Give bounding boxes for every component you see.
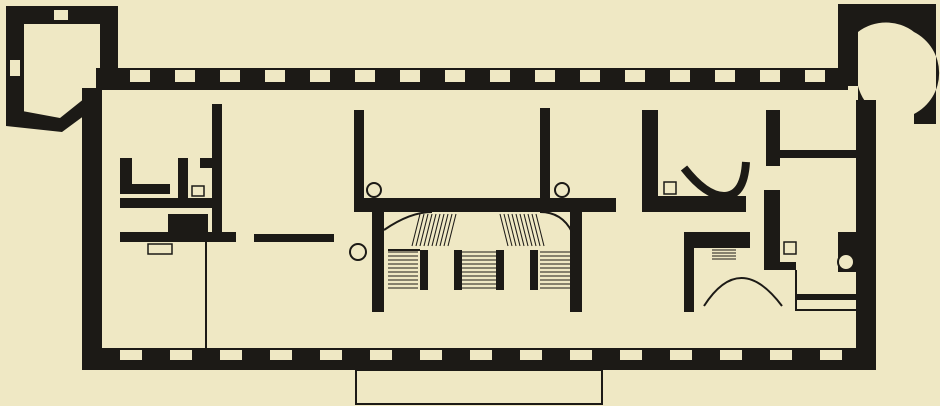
north-window-opening <box>220 70 240 82</box>
stair-tread <box>503 213 513 247</box>
stair-tread <box>519 213 529 247</box>
north-window-opening <box>400 70 420 82</box>
stair-tread <box>447 213 457 247</box>
south-window-opening <box>670 350 692 360</box>
east-pavilion-round <box>838 4 940 124</box>
west-niche <box>147 243 173 255</box>
stair-tread <box>419 213 429 247</box>
stair-tread <box>415 213 425 247</box>
east-end-wall <box>856 100 876 370</box>
east-closet-outline <box>795 270 856 311</box>
stair-tread <box>523 213 533 247</box>
south-window-opening <box>770 350 792 360</box>
east-fireplace <box>663 181 677 195</box>
north-window-opening <box>535 70 555 82</box>
north-window-opening <box>265 70 285 82</box>
north-window-opening <box>130 70 150 82</box>
east-niche <box>783 241 797 255</box>
stair-tread <box>531 213 541 247</box>
stair-tread <box>535 213 545 247</box>
north-window-opening <box>805 70 825 82</box>
stair-tread <box>511 213 521 247</box>
south-windows <box>120 350 842 360</box>
stair-tread <box>439 213 449 247</box>
south-window-opening <box>320 350 342 360</box>
south-window-opening <box>270 350 292 360</box>
stair-tread <box>423 213 433 247</box>
south-window-opening <box>470 350 492 360</box>
oval-vestibule-arch <box>703 277 783 307</box>
west-fireplace <box>191 185 205 197</box>
stair-tread <box>527 213 537 247</box>
stair-tread <box>435 213 445 247</box>
north-window-opening <box>355 70 375 82</box>
north-window-opening <box>580 70 600 82</box>
grand-staircase-walls <box>354 108 616 312</box>
stair-tread <box>431 213 441 247</box>
stair-tread <box>515 213 525 247</box>
north-window-opening <box>625 70 645 82</box>
north-windows <box>130 70 825 82</box>
south-window-opening <box>120 350 142 360</box>
stair-tread <box>443 213 453 247</box>
stair-tread <box>499 213 509 247</box>
south-terrace-step <box>355 369 603 405</box>
south-window-opening <box>170 350 192 360</box>
south-window-opening <box>220 350 242 360</box>
north-window-opening <box>310 70 330 82</box>
west-end-wall <box>82 88 102 370</box>
stair-tread <box>427 213 437 247</box>
north-window-opening <box>175 70 195 82</box>
north-window-opening <box>670 70 690 82</box>
south-window-opening <box>820 350 842 360</box>
stair-tread <box>507 213 517 247</box>
south-window-opening <box>370 350 392 360</box>
south-window-opening <box>620 350 642 360</box>
exedra-curve <box>680 161 750 201</box>
stair-tread <box>411 213 421 247</box>
south-window-opening <box>520 350 542 360</box>
staircase-curved-flight <box>383 211 573 233</box>
north-facade-wall <box>96 68 848 90</box>
newel-posts <box>349 182 855 271</box>
north-window-opening <box>760 70 780 82</box>
south-window-opening <box>720 350 742 360</box>
stair-treads <box>176 213 736 289</box>
north-window-opening <box>445 70 465 82</box>
north-window-opening <box>715 70 735 82</box>
west-corridor-wall <box>254 234 334 242</box>
north-window-opening <box>490 70 510 82</box>
south-window-opening <box>420 350 442 360</box>
west-pavilion-square <box>6 6 118 132</box>
south-window-opening <box>570 350 592 360</box>
